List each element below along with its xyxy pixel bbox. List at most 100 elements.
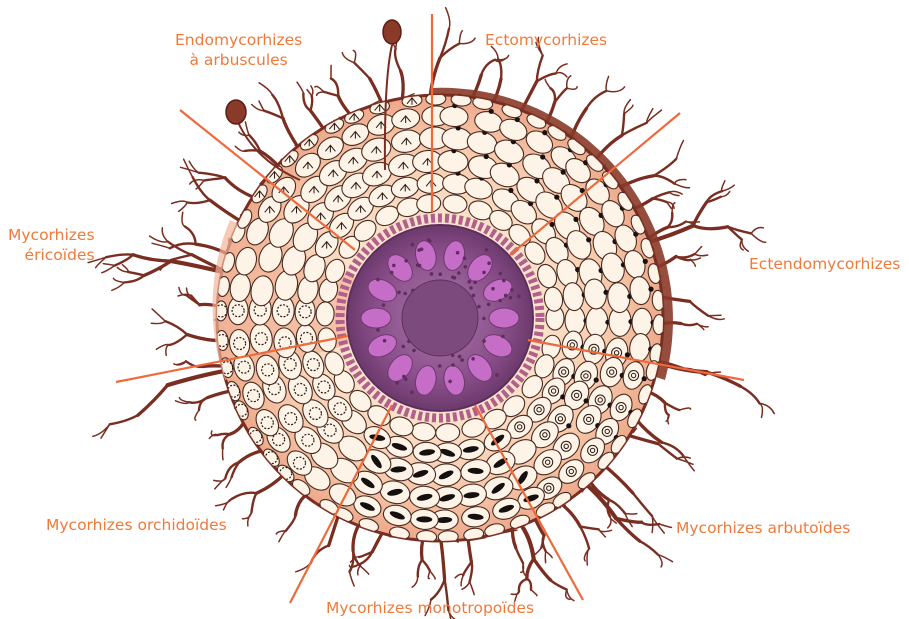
phloem-cell [376, 328, 380, 332]
hypha [498, 59, 501, 79]
hypha [695, 254, 708, 256]
phloem-cell [473, 280, 477, 284]
hypha [303, 94, 310, 111]
hypha [165, 321, 187, 334]
hypha [179, 398, 189, 403]
hypha [461, 575, 463, 586]
hypha [665, 403, 679, 410]
hypha [170, 335, 187, 345]
phloem-cell [495, 373, 499, 377]
hypha [195, 410, 199, 420]
hypha [353, 51, 355, 63]
hypha [545, 552, 546, 563]
phloem-cell [412, 349, 416, 353]
hypha [223, 434, 230, 448]
phloem-cell [427, 238, 431, 242]
label-monotropoides: Mycorhizes monotropoïdes [326, 598, 534, 618]
hypha [217, 434, 230, 435]
hypha [152, 243, 170, 248]
phloem-cell [464, 265, 468, 269]
phloem-cell [471, 357, 475, 361]
hypha [463, 562, 471, 575]
hypha [259, 83, 272, 95]
xylem-vessel [489, 308, 519, 328]
hypha [179, 203, 188, 212]
hypha [556, 73, 567, 77]
hypha [690, 260, 695, 266]
hypha [350, 572, 355, 586]
hartig-net-dot [554, 195, 559, 200]
cortex-cell [316, 302, 335, 327]
hypha [168, 371, 227, 386]
label-ericoides: Mycorhizes éricoïdes [8, 225, 95, 265]
hypha [586, 91, 606, 109]
label-endo-line2: à arbuscules [175, 50, 302, 70]
phloem-cell [458, 355, 462, 359]
label-ericoides-line1: Mycorhizes [8, 225, 95, 245]
hypha [422, 560, 430, 571]
hypha [521, 563, 524, 572]
hypha [580, 527, 598, 530]
hypha [232, 493, 257, 499]
phloem-cell [439, 272, 443, 276]
phloem-cell [487, 261, 491, 265]
label-ectendomycorhizes: Ectendomycorhizes [749, 254, 900, 274]
hypha [459, 38, 475, 44]
hypha [556, 64, 567, 74]
hypha [519, 579, 527, 592]
phloem-cell [390, 271, 394, 275]
hypha [152, 309, 165, 321]
phloem-cell [402, 345, 406, 349]
hypha [527, 579, 531, 590]
hypha [751, 227, 763, 233]
hypha [676, 141, 683, 159]
hypha [462, 582, 470, 590]
phloem-cell [411, 243, 415, 247]
hypha [311, 546, 329, 564]
hypha [681, 324, 697, 326]
hypha [360, 566, 368, 574]
label-orchidoides: Mycorhizes orchidoïdes [46, 515, 227, 535]
hypha [226, 477, 232, 487]
hypha [430, 571, 435, 579]
hypha [722, 181, 725, 191]
hypha [481, 60, 495, 75]
hypha [622, 114, 624, 136]
hartig-net-dot [586, 237, 591, 242]
hypha [307, 90, 312, 97]
hartig-net-dot [534, 178, 539, 183]
hypha [395, 48, 401, 70]
hypha [760, 403, 763, 417]
hypha [555, 88, 567, 102]
phloem-cell [509, 296, 513, 300]
phloem-cell [457, 271, 461, 275]
hypha [103, 264, 115, 266]
phloem-cell [472, 294, 476, 298]
hypha-mesh [295, 144, 296, 145]
hypha [550, 88, 555, 102]
hypha [459, 31, 462, 44]
phloem-cell [383, 339, 387, 343]
hypha [633, 493, 652, 516]
hypha [204, 178, 225, 181]
phloem-cell [485, 248, 489, 252]
xylem-vessel [361, 308, 391, 328]
hypha [622, 123, 647, 136]
phloem-cell [448, 380, 452, 384]
hypha [110, 415, 138, 424]
hypha [606, 76, 609, 91]
hypha [235, 146, 245, 151]
phloem-cell [417, 248, 421, 252]
hypha [144, 261, 171, 275]
hartig-net-dot [540, 154, 545, 159]
hypha [162, 228, 168, 242]
hypha [252, 493, 257, 512]
hypha [546, 552, 552, 558]
hypha [172, 201, 188, 203]
hypha [245, 122, 249, 135]
hypha [751, 233, 766, 242]
hypha [431, 580, 445, 600]
phloem-cell [430, 272, 434, 276]
hypha [151, 321, 165, 323]
phloem-cell [482, 271, 486, 275]
